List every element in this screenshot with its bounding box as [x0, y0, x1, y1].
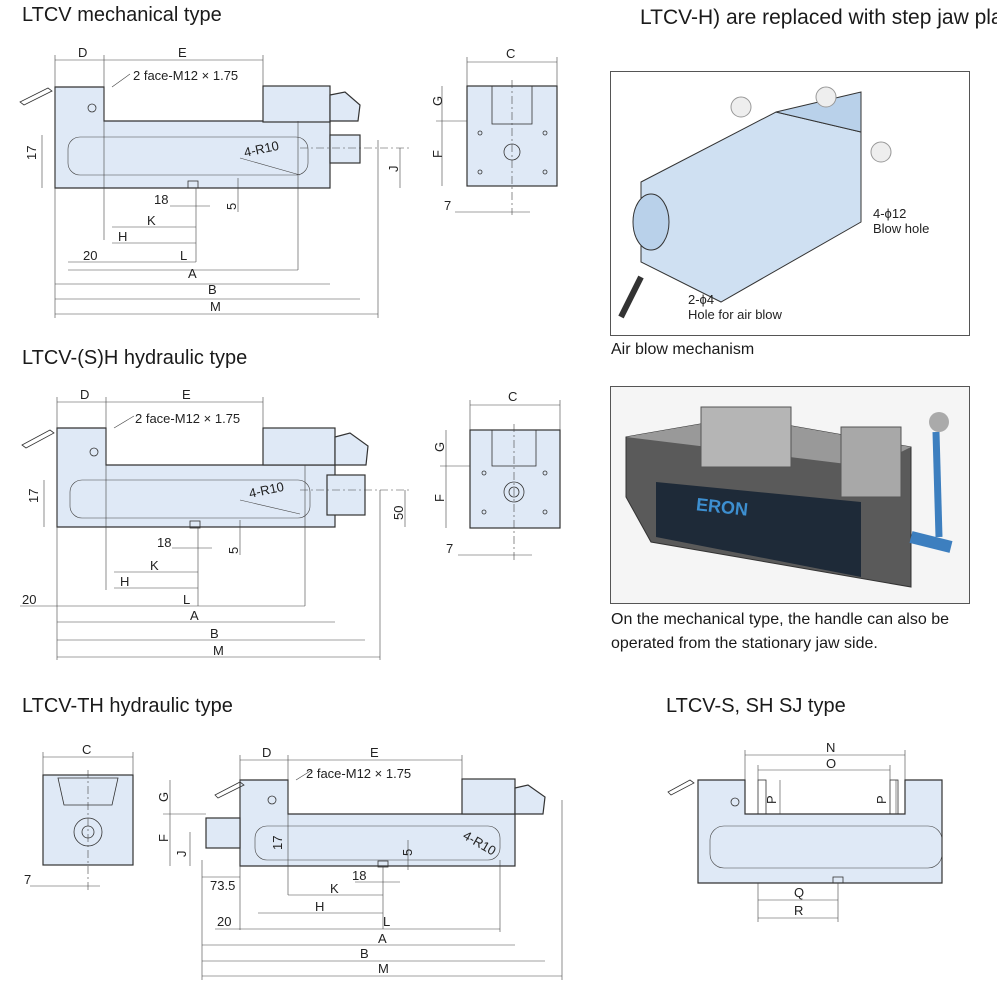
- dim-20: 20: [217, 914, 231, 929]
- dim-A: A: [378, 931, 387, 946]
- dim-C: C: [82, 742, 91, 757]
- dim-J: J: [386, 166, 401, 173]
- dim-K: K: [150, 558, 159, 573]
- dim-H: H: [118, 229, 127, 244]
- dim-D: D: [262, 745, 271, 760]
- dim-R: R: [794, 903, 803, 918]
- dim-D: D: [78, 45, 87, 60]
- dim-L: L: [383, 914, 390, 929]
- dim-L: L: [183, 592, 190, 607]
- air-hole-label: Hole for air blow: [688, 307, 782, 322]
- blow-hole-dim: 4-ϕ12: [873, 206, 907, 221]
- header-note: LTCV-H) are replaced with step jaw plate…: [640, 6, 997, 29]
- dim-20: 20: [83, 248, 97, 263]
- dim-K: K: [147, 213, 156, 228]
- dim-G: G: [432, 442, 447, 452]
- dim-Q: Q: [794, 885, 804, 900]
- dim-B: B: [208, 282, 217, 297]
- dim-A: A: [190, 608, 199, 623]
- dim-17: 17: [270, 836, 285, 850]
- dim-A: A: [188, 266, 197, 281]
- dim-E: E: [370, 745, 379, 760]
- dim-N: N: [826, 740, 835, 755]
- handle-lever: [19, 87, 53, 106]
- thread-spec: 2 face-M12 × 1.75: [133, 68, 238, 83]
- air-hole-dim: 2-ϕ4: [688, 292, 715, 307]
- dim-C: C: [506, 46, 515, 61]
- airblow-caption: Air blow mechanism: [611, 341, 755, 358]
- spindle: [329, 134, 361, 164]
- dim-18: 18: [154, 192, 168, 207]
- dim-M: M: [378, 961, 389, 976]
- thread-spec: 2 face-M12 × 1.75: [135, 411, 240, 426]
- section-title-sj: LTCV-S, SH SJ type: [666, 695, 846, 717]
- radius-note: 4-R10: [248, 479, 286, 501]
- dim-K: K: [330, 881, 339, 896]
- dim-G: G: [156, 792, 171, 802]
- dim-B: B: [210, 626, 219, 641]
- dim-M: M: [213, 643, 224, 658]
- photo-caption-1: On the mechanical type, the handle can a…: [611, 611, 949, 628]
- dim-F: F: [432, 494, 447, 502]
- dim-M: M: [210, 299, 221, 314]
- section-title-hydraulic: LTCV-(S)H hydraulic type: [22, 347, 248, 369]
- photo-caption-2: operated from the stationary jaw side.: [611, 635, 878, 652]
- section-title-mechanical: LTCV mechanical type: [22, 4, 222, 26]
- hydraulic-side-drawing: D E 2 face-M12 × 1.75 4-R10 17 18 5 K H …: [20, 387, 410, 660]
- dim-7: 7: [446, 541, 453, 556]
- dim-5: 5: [224, 203, 239, 210]
- hydraulic-end-drawing: C G F 7: [432, 389, 561, 560]
- dim-H: H: [315, 899, 324, 914]
- dim-50: 50: [391, 506, 406, 520]
- mechanical-side-drawing: D E 2 face-M12 × 1.75 4-R10 17 18 5 K H …: [19, 45, 410, 318]
- dim-L: L: [180, 248, 187, 263]
- dim-18: 18: [157, 535, 171, 550]
- dim-E: E: [182, 387, 191, 402]
- airblow-illustration: 4-ϕ12 Blow hole 2-ϕ4 Hole for air blow: [610, 71, 970, 336]
- th-drawing: C 7 D E 2 face-M12 × 1.75 G F J 17 4-R10…: [24, 742, 563, 980]
- dim-J: J: [174, 851, 189, 858]
- dim-7: 7: [24, 872, 31, 887]
- dim-E: E: [178, 45, 187, 60]
- dim-18: 18: [352, 868, 366, 883]
- dim-B: B: [360, 946, 369, 961]
- movable-jaw: [262, 85, 331, 123]
- dim-O: O: [826, 756, 836, 771]
- handle-block: [329, 91, 361, 122]
- dim-F: F: [430, 150, 445, 158]
- dim-H: H: [120, 574, 129, 589]
- dim-17: 17: [24, 146, 39, 160]
- blow-hole-label: Blow hole: [873, 221, 930, 236]
- dim-C: C: [508, 389, 517, 404]
- dim-73-5: 73.5: [210, 878, 235, 893]
- dim-5: 5: [226, 547, 241, 554]
- thread-spec: 2 face-M12 × 1.75: [306, 766, 411, 781]
- dim-P-left: P: [764, 795, 779, 804]
- airblow-drawing: [618, 86, 892, 319]
- dim-7: 7: [444, 198, 451, 213]
- vise-photo-drawing: [625, 406, 953, 588]
- radius-note: 4-R10: [243, 138, 281, 160]
- key-slot: [187, 180, 199, 189]
- dim-17: 17: [26, 489, 41, 503]
- side-slot: [67, 136, 309, 176]
- section-title-th: LTCV-TH hydraulic type: [22, 695, 233, 717]
- dim-20: 20: [22, 592, 36, 607]
- vise-photo: ERON: [610, 386, 970, 604]
- thread-hole: [87, 103, 97, 113]
- dim-D: D: [80, 387, 89, 402]
- dim-P-right: P: [874, 795, 889, 804]
- dim-5: 5: [400, 849, 415, 856]
- dim-F: F: [156, 834, 171, 842]
- mechanical-end-drawing: C G F 7: [430, 46, 558, 215]
- dim-G: G: [430, 96, 445, 106]
